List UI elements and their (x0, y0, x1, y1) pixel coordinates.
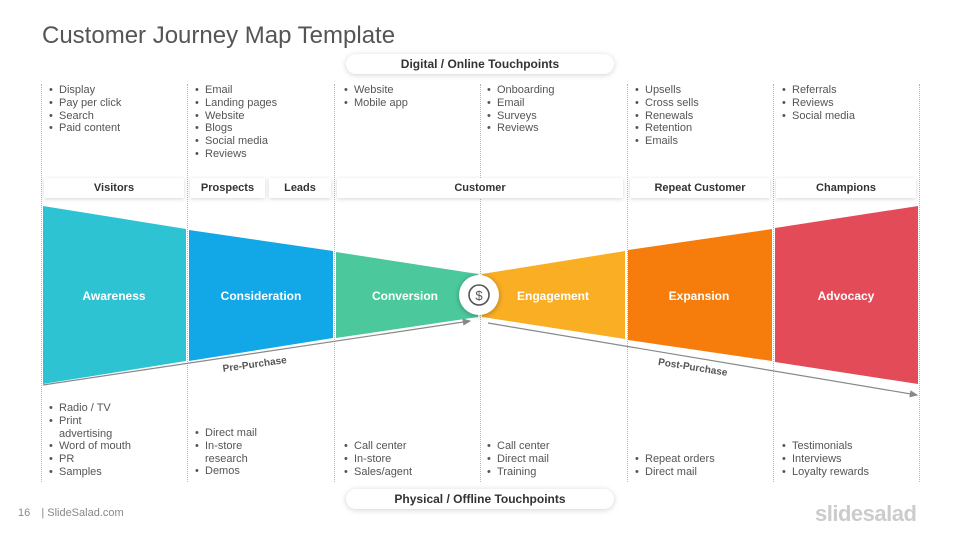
stage-customer: Customer (337, 178, 623, 198)
list-item: Social media (781, 110, 915, 123)
footer-site: | SlideSalad.com (41, 507, 124, 519)
list-item: Emails (634, 135, 770, 148)
stage-repeat-customer: Repeat Customer (630, 178, 770, 198)
list-item: Display (48, 84, 184, 97)
list-item: Search (48, 110, 184, 123)
list-item: Testimonials (781, 440, 915, 453)
column-divider (919, 84, 920, 482)
list-item: Repeat orders (634, 453, 764, 466)
column-divider (187, 84, 188, 482)
offline-list-advocacy: Testimonials Interviews Loyalty rewards (781, 440, 915, 478)
list-item: Training (486, 466, 616, 479)
list-item: Direct mail (634, 466, 764, 479)
list-item: Direct mail (194, 427, 324, 440)
list-item: Sales/agent (343, 466, 473, 479)
list-item: Word of mouth (48, 440, 168, 453)
offline-list-conversion: Call center In-store Sales/agent (343, 440, 473, 478)
segment-conversion-shape (336, 252, 478, 338)
online-list-awareness: Display Pay per click Search Paid conten… (48, 84, 184, 135)
stage-leads: Leads (269, 178, 331, 198)
page-number: 16 (18, 507, 31, 519)
column-divider (41, 84, 42, 482)
list-item: Demos (194, 465, 324, 478)
list-item: Referrals (781, 84, 915, 97)
list-item: Call center (486, 440, 616, 453)
brand-logo: slidesalad (815, 501, 917, 526)
dollar-icon: $ (459, 275, 499, 315)
svg-text:$: $ (475, 288, 483, 303)
list-item: Pay per click (48, 97, 184, 110)
list-item: Renewals (634, 110, 770, 123)
online-list-engagement: Onboarding Email Surveys Reviews (486, 84, 622, 135)
segment-label-awareness: Awareness (82, 289, 146, 303)
segment-consideration-shape (189, 230, 333, 361)
column-divider (627, 84, 628, 482)
list-item: Loyalty rewards (781, 466, 915, 479)
online-list-consideration: Email Landing pages Website Blogs Social… (194, 84, 330, 161)
stage-champions: Champions (776, 178, 916, 198)
segment-label-engagement: Engagement (516, 289, 589, 303)
online-list-advocacy: Referrals Reviews Social media (781, 84, 915, 122)
list-item: Radio / TV (48, 402, 168, 415)
segment-awareness-shape (43, 206, 186, 384)
list-item: Upsells (634, 84, 770, 97)
stage-visitors: Visitors (44, 178, 184, 198)
online-list-conversion: Website Mobile app (343, 84, 475, 110)
list-item: Call center (343, 440, 473, 453)
list-item: Email (486, 97, 622, 110)
list-item: In-store (343, 453, 473, 466)
segment-label-advocacy: Advocacy (817, 289, 875, 303)
physical-touchpoints-label: Physical / Offline Touchpoints (346, 489, 614, 509)
list-item: Mobile app (343, 97, 475, 110)
list-item: Website (343, 84, 475, 97)
offline-list-consideration: Direct mail In-store research Demos (194, 427, 324, 478)
page-title: Customer Journey Map Template (42, 22, 396, 49)
list-item: In-store research (194, 440, 275, 466)
column-divider (773, 84, 774, 482)
list-item: Retention (634, 122, 770, 135)
list-item: Samples (48, 466, 168, 479)
list-item: Website (194, 110, 330, 123)
list-item: Interviews (781, 453, 915, 466)
segment-label-consideration: Consideration (220, 289, 302, 303)
list-item: Social media (194, 135, 330, 148)
list-item: PR (48, 453, 168, 466)
pre-purchase-arrow (42, 318, 472, 386)
list-item: Cross sells (634, 97, 770, 110)
column-divider (334, 84, 335, 482)
list-item: Email (194, 84, 330, 97)
list-item: Blogs (194, 122, 330, 135)
list-item: Print advertising (48, 415, 129, 441)
list-item: Reviews (781, 97, 915, 110)
digital-touchpoints-label: Digital / Online Touchpoints (346, 54, 614, 74)
list-item: Onboarding (486, 84, 622, 97)
segment-advocacy-shape (775, 206, 918, 384)
list-item: Reviews (194, 148, 330, 161)
offline-list-engagement: Call center Direct mail Training (486, 440, 616, 478)
offline-list-awareness: Radio / TV Print advertising Word of mou… (48, 402, 168, 479)
list-item: Surveys (486, 110, 622, 123)
list-item: Reviews (486, 122, 622, 135)
offline-list-expansion: Repeat orders Direct mail (634, 453, 764, 479)
segment-engagement-shape (482, 251, 625, 339)
segment-label-conversion: Conversion (371, 289, 438, 303)
list-item: Paid content (48, 122, 184, 135)
online-list-expansion: Upsells Cross sells Renewals Retention E… (634, 84, 770, 148)
list-item: Direct mail (486, 453, 616, 466)
post-purchase-arrow (487, 322, 919, 398)
stage-prospects: Prospects (190, 178, 265, 198)
segment-label-expansion: Expansion (668, 289, 730, 303)
list-item: Landing pages (194, 97, 330, 110)
footer: 16 | SlideSalad.com (18, 507, 124, 519)
segment-expansion-shape (628, 229, 772, 361)
